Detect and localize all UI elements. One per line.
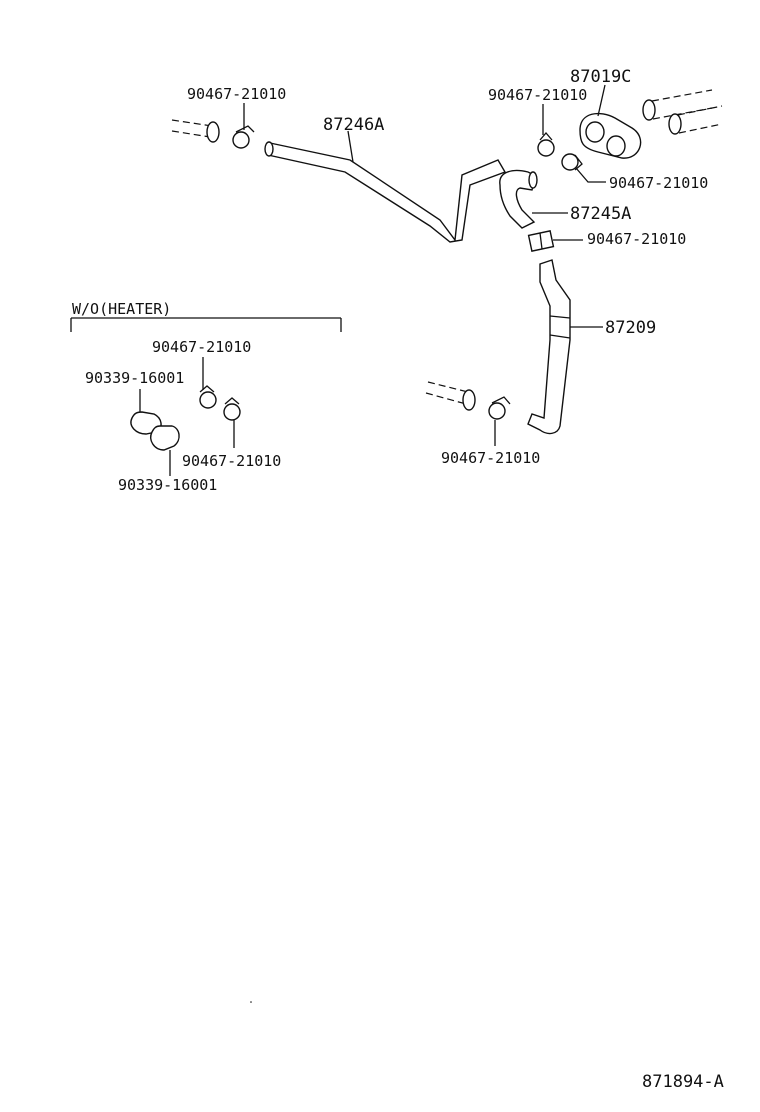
scan-speck <box>250 1001 252 1003</box>
part-label-inset-plug-top: 90339-16001 <box>85 369 184 387</box>
leader-line <box>347 130 354 163</box>
part-label-clamp-top-left: 90467-21010 <box>187 85 286 103</box>
part-label-clamp-mid-right: 90467-21010 <box>587 230 686 248</box>
hose-87246a <box>264 141 507 243</box>
leader-line <box>597 84 606 117</box>
pipe-top-left <box>171 119 220 143</box>
hose-clamp-icon <box>537 132 555 157</box>
inset-bracket <box>70 317 342 332</box>
hose-clamp-icon <box>527 230 555 252</box>
part-label-inset-clamp-bottom: 90467-21010 <box>182 452 281 470</box>
hose-clamp-icon <box>199 385 217 409</box>
gasket-plate-icon <box>579 112 642 159</box>
pipe-bottom <box>425 381 476 411</box>
leader-line <box>575 167 606 183</box>
part-label-87245a: 87245A <box>570 204 631 224</box>
hose-clamp-icon <box>232 125 255 149</box>
inset-title: W/O(HEATER) <box>72 300 171 318</box>
part-label-87209: 87209 <box>605 318 656 338</box>
part-label-inset-plug-bottom: 90339-16001 <box>118 476 217 494</box>
pipe-right-lower <box>668 105 723 135</box>
part-label-clamp-right: 90467-21010 <box>609 174 708 192</box>
hose-clamp-icon <box>561 153 583 171</box>
part-label-clamp-bottom: 90467-21010 <box>441 449 540 467</box>
part-label-clamp-top-right: 90467-21010 <box>488 86 587 104</box>
hose-clamp-icon <box>223 397 241 421</box>
hose-87209 <box>527 259 571 435</box>
part-label-87246a: 87246A <box>323 115 384 135</box>
hose-87245a <box>499 169 538 229</box>
hose-clamp-icon <box>488 396 511 420</box>
part-label-87019c: 87019C <box>570 67 631 87</box>
part-label-inset-clamp-top: 90467-21010 <box>152 338 251 356</box>
diagram-code: 871894-A <box>642 1072 724 1092</box>
plug-cap-icon <box>150 425 180 451</box>
